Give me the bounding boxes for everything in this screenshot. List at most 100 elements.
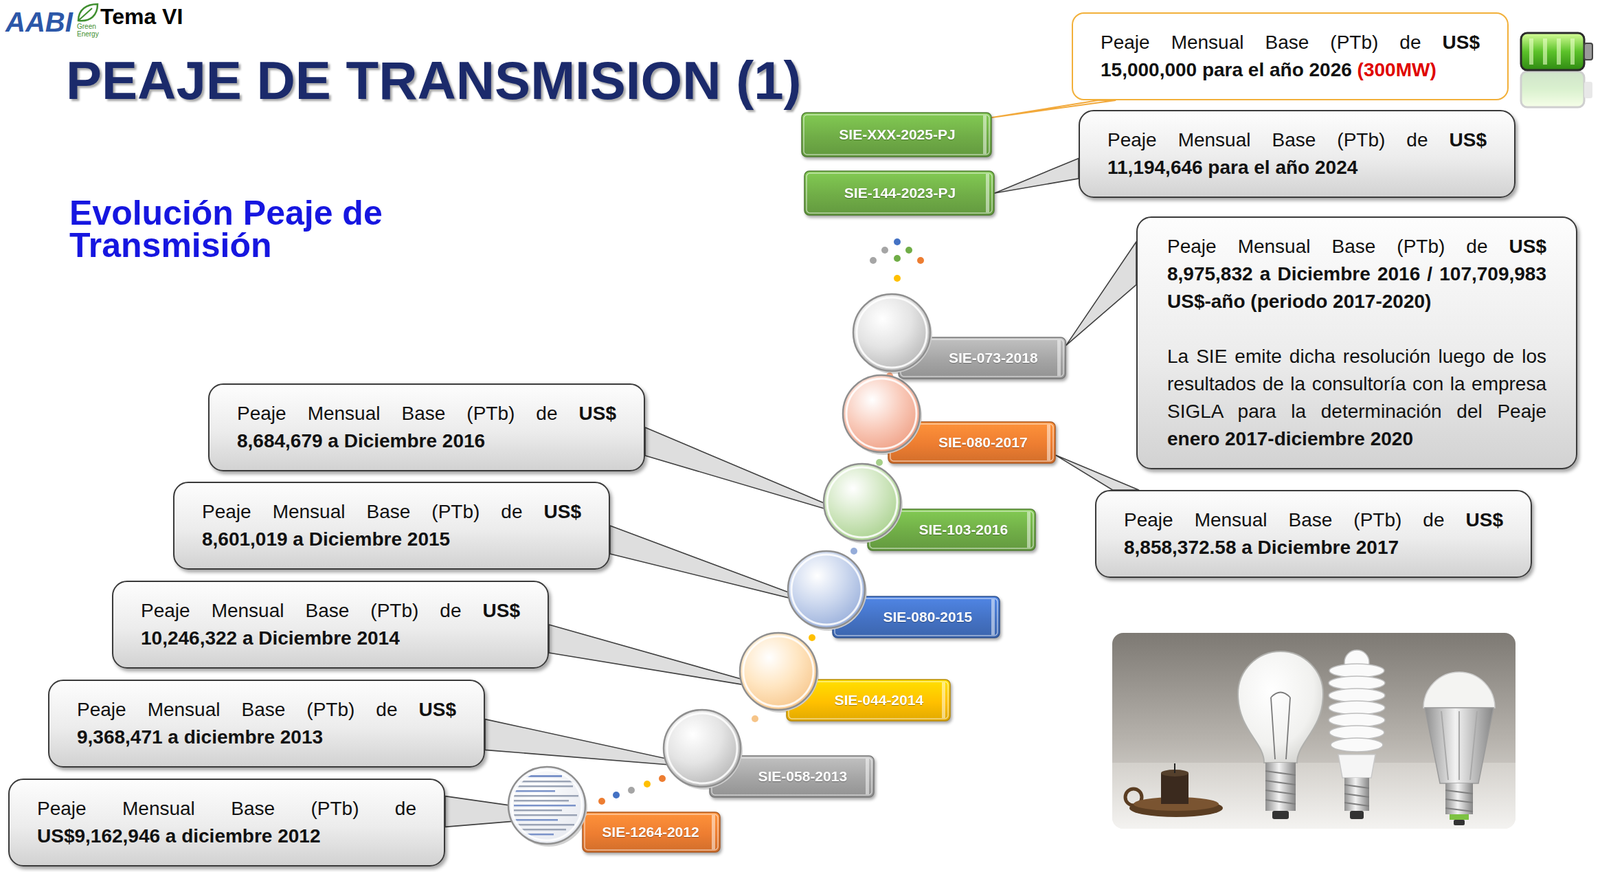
bubble-shadow [510, 769, 588, 847]
tag-text: SIE-080-2015 [863, 608, 993, 626]
tariff-callout: Peaje Mensual Base (PTb) de US$ 11,194,6… [1078, 109, 1516, 198]
bubble [508, 766, 586, 844]
battery-reflection [1520, 71, 1593, 108]
drawing-part [832, 596, 1000, 638]
dot [893, 274, 901, 282]
cfl-coil [1328, 713, 1385, 727]
cfl-bulb [1328, 649, 1385, 819]
dot [875, 458, 883, 466]
tariff-paragraph: Peaje Mensual Base (PTb) de US$ 11,194,6… [1107, 126, 1487, 182]
dot [751, 715, 759, 723]
tariff-text: Peaje Mensual Base (PTb) de [140, 599, 462, 622]
dot [893, 254, 901, 262]
holder-top [1133, 796, 1219, 811]
battery-cell [1556, 38, 1561, 65]
tariff-paragraph: Peaje Mensual Base (PTb) de US$9,162,946… [37, 794, 417, 850]
resolution-tag: SIE-1264-2012 [581, 811, 721, 853]
drawing-part [869, 511, 1034, 549]
tariff-text: Peaje Mensual Base (PTb) de [201, 500, 523, 523]
bulb-base [1265, 762, 1296, 811]
drawing-part [788, 681, 949, 719]
led-dome [1423, 671, 1495, 708]
cfl-cap [1344, 649, 1370, 675]
drawing-part [1057, 340, 1061, 376]
tariff-paragraph: Peaje Mensual Base (PTb) de US$ 10,246,3… [140, 596, 521, 652]
drawing-part [786, 679, 951, 721]
tariff-text: enero 2017-diciembre 2020 [1167, 427, 1414, 450]
callout-pointer [445, 796, 582, 828]
callout-pointer [548, 624, 786, 692]
tariff-callout: Peaje Mensual Base (PTb) de US$ 15,000,0… [1071, 12, 1509, 101]
photo-frame [1112, 632, 1516, 829]
filament [1270, 692, 1291, 760]
drawing-part [890, 423, 1054, 461]
drawing-part [900, 339, 1064, 377]
tariff-callout: Peaje Mensual Base (PTb) de US$ 8,858,37… [1095, 489, 1532, 578]
tariff-paragraph: Peaje Mensual Base (PTb) de US$ 8,975,83… [1167, 232, 1547, 316]
battery-cell [1570, 38, 1575, 65]
document-thumbnail [513, 774, 579, 836]
resolution-tag: SIE-044-2014 [785, 678, 951, 722]
tariff-callout: Peaje Mensual Base (PTb) de US$9,162,946… [8, 778, 446, 867]
drawing-part [804, 171, 995, 216]
tariff-paragraph: La SIE emite dicha resolución luego de l… [1167, 342, 1547, 453]
led-bulb [1423, 671, 1495, 826]
led-base [1445, 783, 1473, 815]
subtitle: Evolución Peaje de Transmisión [69, 197, 455, 262]
resolution-tag: SIE-058-2013 [708, 755, 875, 798]
drawing-part [1027, 511, 1031, 548]
tariff-text: Peaje Mensual Base (PTb) de [76, 698, 398, 720]
candle [1161, 772, 1189, 804]
drawing-part [898, 337, 1066, 379]
doc-line [513, 828, 567, 831]
dot [643, 780, 651, 788]
tariff-paragraph: Peaje Mensual Base (PTb) de US$ 9,368,47… [76, 695, 457, 751]
led-body [1424, 707, 1494, 784]
resolution-tag: SIE-144-2023-PJ [803, 170, 995, 216]
tariff-paragraph: Peaje Mensual Base (PTb) de US$ 8,601,01… [201, 498, 582, 554]
tag-text: SIE-XXX-2025-PJ [810, 126, 984, 143]
dot [598, 797, 606, 805]
led-fin [1441, 711, 1478, 780]
drawing-part [888, 421, 1056, 464]
cfl-coil [1329, 663, 1385, 678]
drawing-part [834, 598, 998, 636]
drawing-part [985, 173, 990, 213]
doc-line [513, 814, 578, 817]
drawing-part [898, 337, 1066, 379]
dot [917, 256, 925, 264]
tag-text: SIE-044-2014 [815, 691, 943, 709]
tariff-callout: Peaje Mensual Base (PTb) de US$ 9,368,47… [48, 679, 486, 768]
photo-floor [1112, 762, 1516, 829]
drawing-part [888, 421, 1056, 464]
drawing-part [709, 755, 874, 797]
bubble-ring [511, 770, 582, 841]
cfl-coil [1329, 725, 1385, 740]
drawing-part [867, 509, 1036, 551]
doc-line [513, 774, 562, 777]
drawing-part [1046, 424, 1051, 461]
holder-saucer [1129, 798, 1223, 817]
doc-line [513, 790, 556, 793]
leaf-outline [78, 4, 98, 21]
bulb-tip [1272, 810, 1289, 819]
dot [627, 786, 635, 794]
battery-icon [1520, 32, 1593, 108]
dot [886, 372, 894, 380]
led-tip [1453, 819, 1465, 826]
tag-text: SIE-073-2018 [928, 349, 1058, 367]
leaf-vein [78, 8, 93, 21]
drawing-part [983, 115, 987, 154]
dot [905, 246, 913, 254]
doc-line [513, 823, 575, 826]
drawing-part [803, 114, 990, 155]
drawing-part [867, 509, 1036, 551]
section-label: Tema VI [100, 4, 183, 29]
drawing-part [801, 112, 992, 157]
tag-text: SIE-103-2016 [899, 521, 1028, 538]
wick [1174, 763, 1176, 773]
callout-pointer [1055, 455, 1140, 490]
drawing-part [582, 812, 720, 852]
drawing-part [711, 757, 872, 795]
